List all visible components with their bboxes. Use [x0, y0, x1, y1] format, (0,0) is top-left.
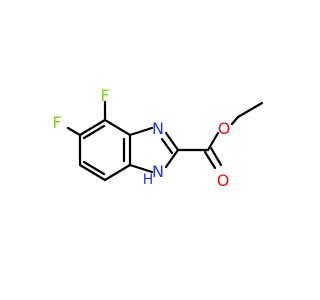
bond-c3a-c4 [103, 118, 132, 137]
bonds [66, 100, 264, 182]
atom-labels: F F N N H O O [52, 86, 230, 190]
bond-c5-f [66, 126, 82, 137]
bond-carbonyl-double-1 [203, 150, 217, 170]
bond-ch2-ch3 [236, 101, 264, 119]
bond-c6-c7 [78, 163, 107, 182]
amine-hydrogen-label: H [143, 172, 154, 188]
bond-c3a-n3 [128, 126, 154, 137]
bond-c7-c7a [103, 163, 132, 182]
bond-c4-c5-inner [82, 124, 106, 140]
carbonyl-oxygen-label: O [217, 171, 230, 190]
amine-nitrogen-label: N [152, 162, 164, 181]
bond-o-ch2 [230, 115, 240, 126]
bond-n1-c7a [128, 163, 154, 174]
bond-c6-c7-inner [82, 160, 106, 176]
bond-c4-c5 [78, 118, 107, 137]
bond-c2-n1 [164, 148, 180, 169]
fluorine-left-label: F [52, 113, 61, 132]
bond-n3-c2 [164, 131, 180, 152]
bond-n3-c2-inner [160, 137, 174, 155]
imine-nitrogen-label: N [152, 119, 164, 138]
bond-carbonyl-c-o [206, 131, 220, 152]
bond-carbonyl-double-2 [209, 146, 223, 167]
fluorine-top-label: F [100, 86, 109, 105]
ester-oxygen-label: O [218, 119, 231, 138]
molecule-structure: F F N N H O O [52, 86, 264, 190]
